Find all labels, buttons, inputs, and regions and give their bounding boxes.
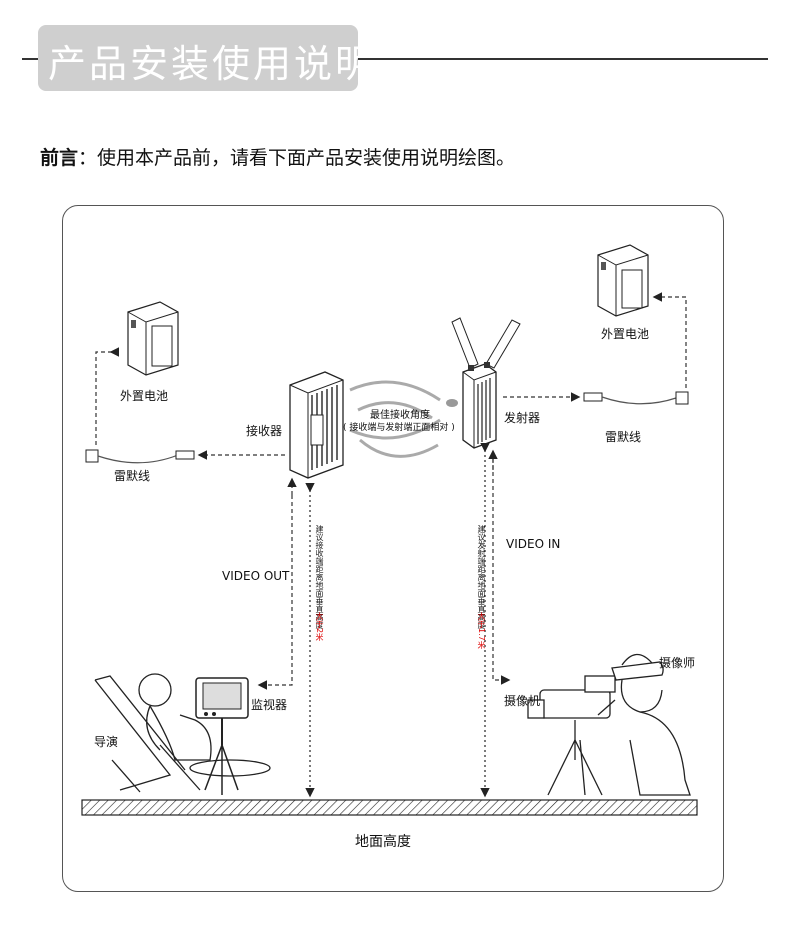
best-angle-note: ( 接收端与发射端正面相对 ) xyxy=(343,423,455,433)
installation-diagram-frame xyxy=(62,205,724,892)
intro-lead: 前言 xyxy=(40,147,79,169)
receiver-label: 接收器 xyxy=(246,424,283,438)
lemo-cable-left-icon xyxy=(85,449,195,464)
monitor-icon xyxy=(195,677,249,795)
page-title: 产品安装使用说明 xyxy=(48,42,377,86)
lemo-right-label: 雷默线 xyxy=(605,430,642,444)
rx-height-value: 大于2米 xyxy=(315,612,324,642)
transmitter-label: 发射器 xyxy=(504,411,541,425)
camera-label: 摄像机 xyxy=(504,694,541,708)
battery-left-label: 外置电池 xyxy=(120,389,169,403)
signal-arcs xyxy=(349,380,441,458)
monitor-label: 监视器 xyxy=(251,698,288,712)
director-illustration xyxy=(94,673,271,793)
cameraman-label: 摄像师 xyxy=(659,656,696,670)
director-label: 导演 xyxy=(94,735,119,749)
connection-lines xyxy=(95,292,687,690)
receiver-icon xyxy=(289,371,344,479)
ground-hatch xyxy=(81,799,698,816)
battery-left-icon xyxy=(127,301,179,376)
lemo-cable-right-icon xyxy=(583,391,689,405)
intro-text: ：使用本产品前，请看下面产品安装使用说明绘图。 xyxy=(78,147,516,169)
transmitter-icon xyxy=(451,317,521,449)
tx-height-value: 大于1.7米 xyxy=(477,612,486,649)
tx-height-note: 建议发射端距离地面垂直高度 xyxy=(477,525,486,629)
battery-right-label: 外置电池 xyxy=(601,327,650,341)
title-rule-right xyxy=(358,58,768,60)
camera-icon xyxy=(527,675,616,796)
signal-source-dot xyxy=(446,399,458,407)
video-in-label: VIDEO IN xyxy=(506,537,561,551)
video-out-label: VIDEO OUT xyxy=(222,569,290,583)
title-banner xyxy=(38,25,358,91)
lemo-left-label: 雷默线 xyxy=(114,469,151,483)
battery-right-icon xyxy=(597,244,649,317)
ground-label: 地面高度 xyxy=(355,834,411,850)
intro-paragraph: 前言：使用本产品前，请看下面产品安装使用说明绘图。 xyxy=(40,143,515,170)
title-rule-left xyxy=(22,58,38,60)
rx-height-note: 建议接收端距离地面垂直高度 xyxy=(315,525,324,629)
best-angle-label: 最佳接收角度 xyxy=(370,410,430,421)
height-lines xyxy=(305,442,490,798)
cameraman-illustration xyxy=(597,653,691,796)
